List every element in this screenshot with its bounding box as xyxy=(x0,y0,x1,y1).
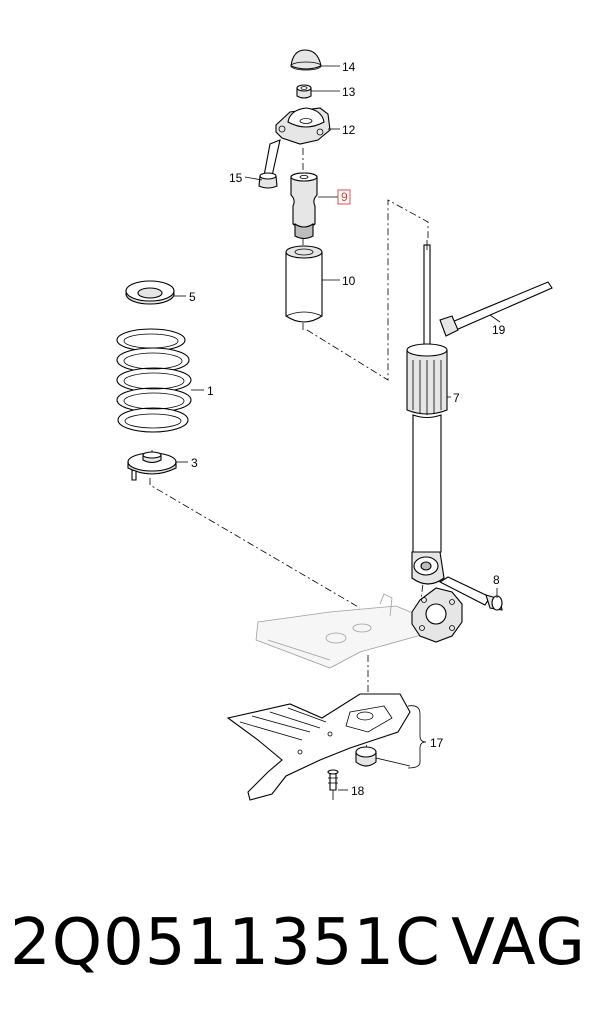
part-number: 2Q0511351C xyxy=(10,906,441,980)
callout-10: 10 xyxy=(342,274,356,288)
brand-label: VAG xyxy=(451,906,586,980)
spring-seat-part-3 xyxy=(127,451,177,481)
part-caption: 2Q0511351C VAG xyxy=(0,888,600,998)
callout-13: 13 xyxy=(342,85,356,99)
cable-tie-part-19 xyxy=(439,281,553,337)
callout-18: 18 xyxy=(351,784,365,798)
callout-7: 7 xyxy=(453,391,460,405)
leader-lines xyxy=(174,65,501,791)
callout-1: 1 xyxy=(207,384,214,398)
dust-cover-part-10 xyxy=(285,245,323,323)
callout-15: 15 xyxy=(229,171,243,185)
top-mount-part-12 xyxy=(275,107,331,145)
cap-part-14 xyxy=(290,49,322,71)
bump-stop-part-9 xyxy=(290,172,318,240)
underbody-shield-part-17 xyxy=(226,693,411,801)
callout-9: 9 xyxy=(341,190,348,204)
bolt-part-8 xyxy=(438,576,503,611)
bolt-part-15 xyxy=(258,139,281,189)
callout-8: 8 xyxy=(493,573,500,587)
callout-19: 19 xyxy=(492,323,506,337)
callout-17: 17 xyxy=(430,736,444,750)
axle-beam xyxy=(255,593,433,669)
highlight-box-9 xyxy=(337,189,351,205)
assembly-lines xyxy=(149,148,429,749)
nut-part-13 xyxy=(296,84,312,99)
wheel-carrier xyxy=(411,587,463,643)
callout-3: 3 xyxy=(191,456,198,470)
callout-14: 14 xyxy=(342,60,356,74)
rivet-part-18 xyxy=(327,769,339,800)
callout-12: 12 xyxy=(342,123,356,137)
callout-5: 5 xyxy=(189,290,196,304)
spring-pad-part-5 xyxy=(125,280,175,305)
exploded-parts-diagram: 14 13 12 15 9 10 5 1 3 7 19 8 17 18 xyxy=(116,49,553,801)
shock-absorber-part-7 xyxy=(406,240,448,585)
coil-spring-part-1 xyxy=(116,328,192,433)
